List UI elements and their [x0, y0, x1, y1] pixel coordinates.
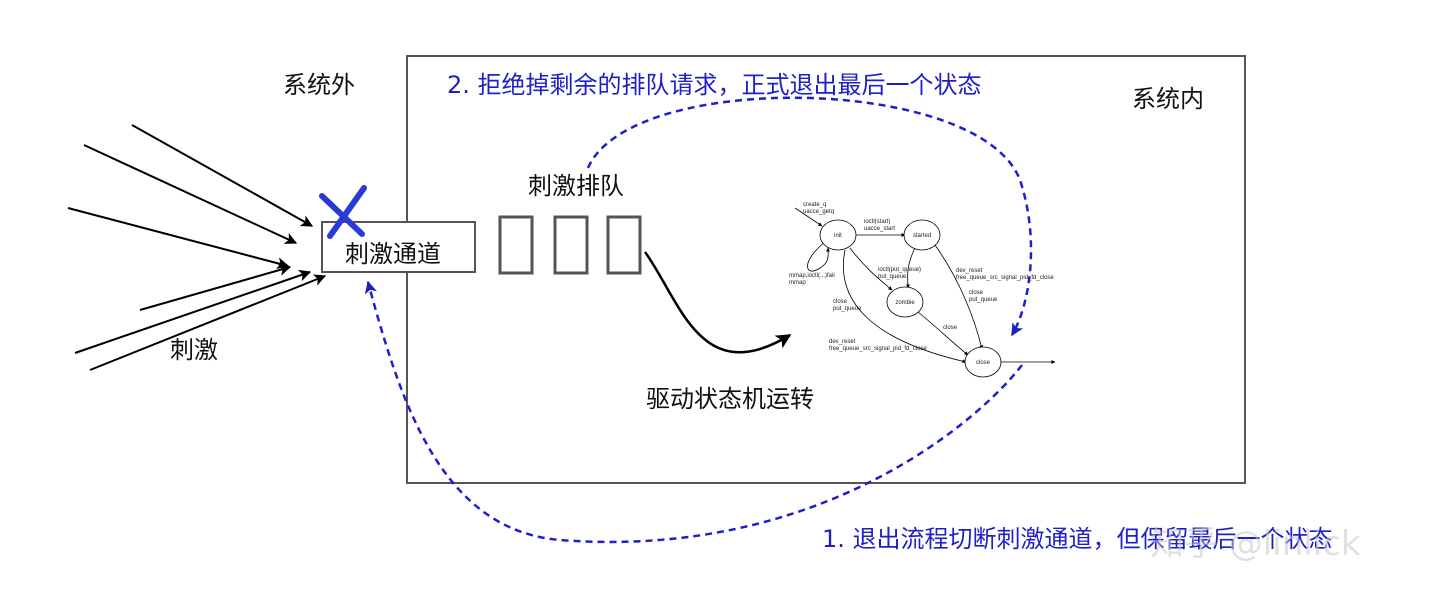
- sm-label-entry-2: uacce_getq: [803, 209, 834, 215]
- sm-state-close-label: close: [976, 360, 991, 366]
- sm-label-init-started-2: uacce_start: [864, 226, 895, 232]
- sm-label-to-zombie-1: ioctl(put_queue): [878, 267, 921, 273]
- sm-state-zombie: [886, 286, 924, 318]
- queue-slot-2: [553, 215, 589, 275]
- step2-dashed-arrow: [586, 96, 1033, 337]
- sm-label-init-close-4: free_queue_src_signal_pid_fd_close: [829, 346, 927, 352]
- stimulus-arrows: [67, 124, 327, 371]
- sm-label-init-close-2: put_queue: [833, 306, 862, 312]
- sm-label-started-close-1: dev_reset: [956, 268, 983, 274]
- state-machine: init started zombie close create_q uacce…: [789, 202, 1056, 378]
- sm-label-to-zombie-2: put_queue: [878, 274, 907, 280]
- step2-caption: 2. 拒绝掉剩余的排队请求，正式退出最后一个状态: [447, 71, 982, 99]
- sm-edge-started-close: [934, 244, 984, 350]
- sm-state-init-label: init: [834, 233, 842, 239]
- sm-state-close: [964, 346, 1002, 378]
- sm-label-self-loop-1: mmap,ioctl(...)fail: [789, 273, 835, 279]
- sm-state-started: [903, 219, 941, 251]
- stimulus-arrow-2: [83, 144, 298, 244]
- sm-edge-init-zombie: [849, 247, 893, 291]
- queue-slot-1: [498, 215, 534, 275]
- drive-state-machine-label: 驱动状态机运转: [646, 385, 814, 413]
- step1-caption: 1. 退出流程切断刺激通道，但保留最后一个状态: [822, 525, 1333, 553]
- sm-label-init-close-1: close: [833, 299, 848, 305]
- sm-label-self-loop-2: mmap: [789, 280, 806, 286]
- sm-edge-init-self-loop: [807, 241, 831, 272]
- drive-arrow: [643, 251, 792, 354]
- sm-edge-init-close: [843, 249, 967, 364]
- sm-state-started-label: started: [913, 233, 931, 239]
- queue-slot-3: [606, 215, 642, 275]
- stimulus-arrow-6: [89, 274, 327, 371]
- sm-edge-zombie-close: [917, 311, 969, 356]
- stimulus-label: 刺激: [170, 336, 218, 364]
- sm-label-init-close-3: dev_reset: [829, 339, 856, 345]
- stimulus-arrow-1: [131, 124, 314, 227]
- watermark: 知乎 @linlick: [1150, 524, 1361, 564]
- inside-system-label: 系统内: [1132, 85, 1204, 113]
- cut-cross-mark: [319, 185, 367, 239]
- sm-edge-started-zombie: [905, 247, 916, 289]
- stimulus-queue-label: 刺激排队: [528, 172, 624, 200]
- stimulus-channel-label: 刺激通道: [345, 240, 441, 268]
- sm-state-init: [819, 219, 857, 251]
- stimulus-arrow-5: [74, 269, 312, 354]
- sm-entry-edge: [794, 207, 823, 227]
- sm-label-init-started-1: ioctl(start): [864, 219, 890, 225]
- stimulus-channel-box: [321, 221, 476, 273]
- sm-label-zombie-close: close: [943, 325, 958, 331]
- queue-slots: [498, 215, 642, 275]
- sm-state-zombie-label: zombie: [895, 300, 915, 306]
- sm-label-started-close-4: put_queue: [969, 297, 998, 303]
- sm-label-started-close-2: free_queue_src_signal_pid_fd_close: [956, 275, 1054, 281]
- step1-dashed-arrow: [364, 280, 1023, 544]
- stimulus-arrow-4: [139, 264, 292, 311]
- stimulus-arrow-3: [67, 207, 290, 270]
- sm-label-entry-1: create_q: [803, 202, 826, 208]
- outside-system-label: 系统外: [283, 71, 355, 99]
- sm-label-started-close-3: close: [969, 290, 984, 296]
